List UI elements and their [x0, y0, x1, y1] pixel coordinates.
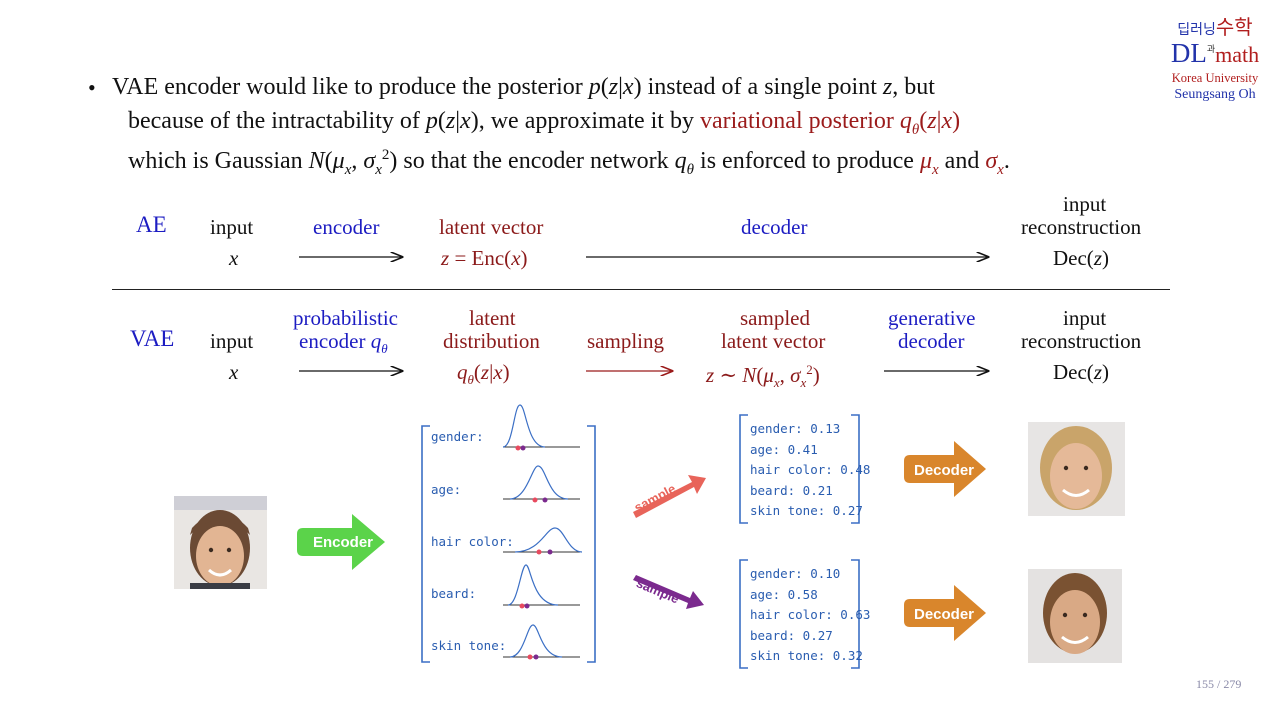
vae-generative-label-1: generative	[888, 306, 976, 330]
ae-encoder-label: encoder	[313, 215, 380, 239]
dist-bracket-left	[421, 425, 430, 663]
dist-hair-color	[503, 527, 583, 555]
page-number: 155 / 279	[1196, 677, 1241, 692]
dist-label-gender: gender:	[431, 429, 484, 444]
vae-generative-label-2: decoder	[898, 329, 965, 353]
text: so that the encoder network	[397, 148, 675, 174]
dist-bracket-right	[587, 425, 596, 663]
vae-sampled-label-2: latent vector	[721, 329, 826, 353]
dist-label-age: age:	[431, 482, 462, 497]
bullet-line-3: which is Gaussian N(μx, σx2) so that the…	[128, 147, 1010, 178]
sample-label-2: sample	[634, 575, 681, 606]
text: .	[1003, 148, 1010, 174]
dist-age	[503, 465, 580, 503]
vec1-gender: gender: 0.13	[750, 421, 841, 436]
output-face-1	[1028, 422, 1125, 516]
row-divider	[112, 289, 1170, 290]
text: x	[229, 360, 239, 384]
sample-arrow-1	[633, 475, 706, 518]
ae-decoder-label: decoder	[741, 215, 808, 239]
text: and	[938, 148, 986, 174]
text: is enforced to produce	[694, 148, 920, 174]
vec1-age: age: 0.41	[750, 441, 818, 457]
ae-recon-label-2: reconstruction	[1021, 215, 1142, 239]
bullet-line-1: VAE encoder would like to produce the po…	[112, 74, 935, 100]
bullet-line-2: because of the intractability of p(z|x),…	[128, 108, 961, 138]
vae-sampled-label-1: sampled	[740, 306, 810, 330]
vec2-beard: beard: 0.27	[750, 627, 833, 643]
logo-connector: 과	[1206, 45, 1216, 55]
dist-label-beard: beard:	[431, 586, 477, 601]
encoder-button	[297, 514, 385, 570]
dist-label-skin-tone: skin tone:	[431, 638, 507, 653]
vec2-bracket-right	[851, 559, 860, 669]
sample-arrow-2	[633, 575, 704, 609]
encoder-button-label: Encoder	[313, 534, 373, 551]
logo-dl: DL	[1170, 38, 1207, 68]
page-separator: /	[1217, 677, 1221, 691]
vec2-bracket-left	[739, 559, 748, 669]
text: , we approximate it by	[478, 108, 700, 134]
ae-input-symbol: x	[229, 247, 238, 270]
text: encoder	[299, 329, 371, 353]
ae-recon-label-1: input	[1063, 192, 1107, 216]
text: x	[229, 246, 239, 270]
text: variational posterior	[699, 108, 900, 134]
vae-label: VAE	[130, 326, 175, 351]
logo-university: Korea University	[1171, 71, 1259, 85]
ae-input-label: input	[210, 215, 254, 239]
logo-korean-1: 딥러닝	[1177, 22, 1216, 38]
vec1-skin-tone: skin tone: 0.27	[750, 503, 863, 518]
sampled-vector-1: gender: 0.13 age: 0.41 hair color: 0.48 …	[750, 419, 870, 522]
vec1-bracket-left	[739, 414, 748, 524]
output-face-2	[1028, 569, 1122, 663]
decoder-button-1-label: Decoder	[914, 462, 974, 479]
vec2-age: age: 0.58	[750, 586, 818, 602]
vec2-skin-tone: skin tone: 0.32	[750, 648, 863, 663]
logo: 딥러닝수학 DL과math Korea University Seungsang…	[1160, 15, 1270, 103]
sampled-vector-2: gender: 0.10 age: 0.58 hair color: 0.63 …	[750, 564, 870, 667]
page-total: 279	[1223, 677, 1242, 691]
logo-korean-2: 수학	[1215, 15, 1253, 39]
vae-input-label: input	[210, 329, 254, 353]
text: because of the intractability of	[128, 108, 426, 134]
vec1-bracket-right	[851, 414, 860, 524]
dist-label-hair-color: hair color:	[431, 534, 514, 549]
vec2-gender: gender: 0.10	[750, 566, 841, 581]
ae-label: AE	[136, 212, 167, 237]
dist-skin-tone	[503, 624, 580, 660]
vae-latent-label-2: distribution	[443, 329, 540, 353]
vae-encoder-label-1: probabilistic	[293, 306, 398, 330]
vae-recon-label-2: reconstruction	[1021, 329, 1142, 353]
logo-math: math	[1215, 42, 1260, 67]
ae-recon-expr: Dec(z)	[1053, 246, 1109, 270]
vae-recon-expr: Dec(z)	[1053, 360, 1109, 384]
logo-author: Seungsang Oh	[1174, 87, 1256, 102]
vec1-hair-color: hair color: 0.48	[750, 462, 871, 477]
vae-latent-expr: qθ(z|x)	[457, 360, 510, 388]
vae-encoder-label-2: encoder qθ	[299, 329, 388, 357]
page-current: 155	[1196, 677, 1214, 691]
ae-latent-expr: z = Enc(x)	[441, 246, 528, 270]
decoder-button-2-label: Decoder	[914, 606, 974, 623]
decoder-button-1	[904, 441, 986, 497]
bullet-dot: •	[88, 75, 96, 100]
text: instead of a single point	[641, 74, 883, 100]
text: VAE encoder would like to produce the po…	[112, 74, 589, 100]
dist-gender	[502, 404, 580, 451]
vec2-hair-color: hair color: 0.63	[750, 607, 871, 622]
vae-latent-label-1: latent	[469, 306, 516, 330]
ae-latent-label: latent vector	[439, 215, 544, 239]
vae-input-symbol: x	[229, 361, 238, 384]
vec1-beard: beard: 0.21	[750, 482, 833, 498]
decoder-button-2	[904, 585, 986, 641]
vae-recon-label-1: input	[1063, 306, 1107, 330]
text: , but	[892, 74, 935, 100]
vae-sampling-label: sampling	[587, 329, 664, 353]
dist-beard	[503, 564, 580, 609]
text: which is Gaussian	[128, 148, 309, 174]
input-face-image	[174, 496, 267, 589]
vae-sampled-expr: z ∼ N(μx, σx2)	[706, 362, 820, 391]
